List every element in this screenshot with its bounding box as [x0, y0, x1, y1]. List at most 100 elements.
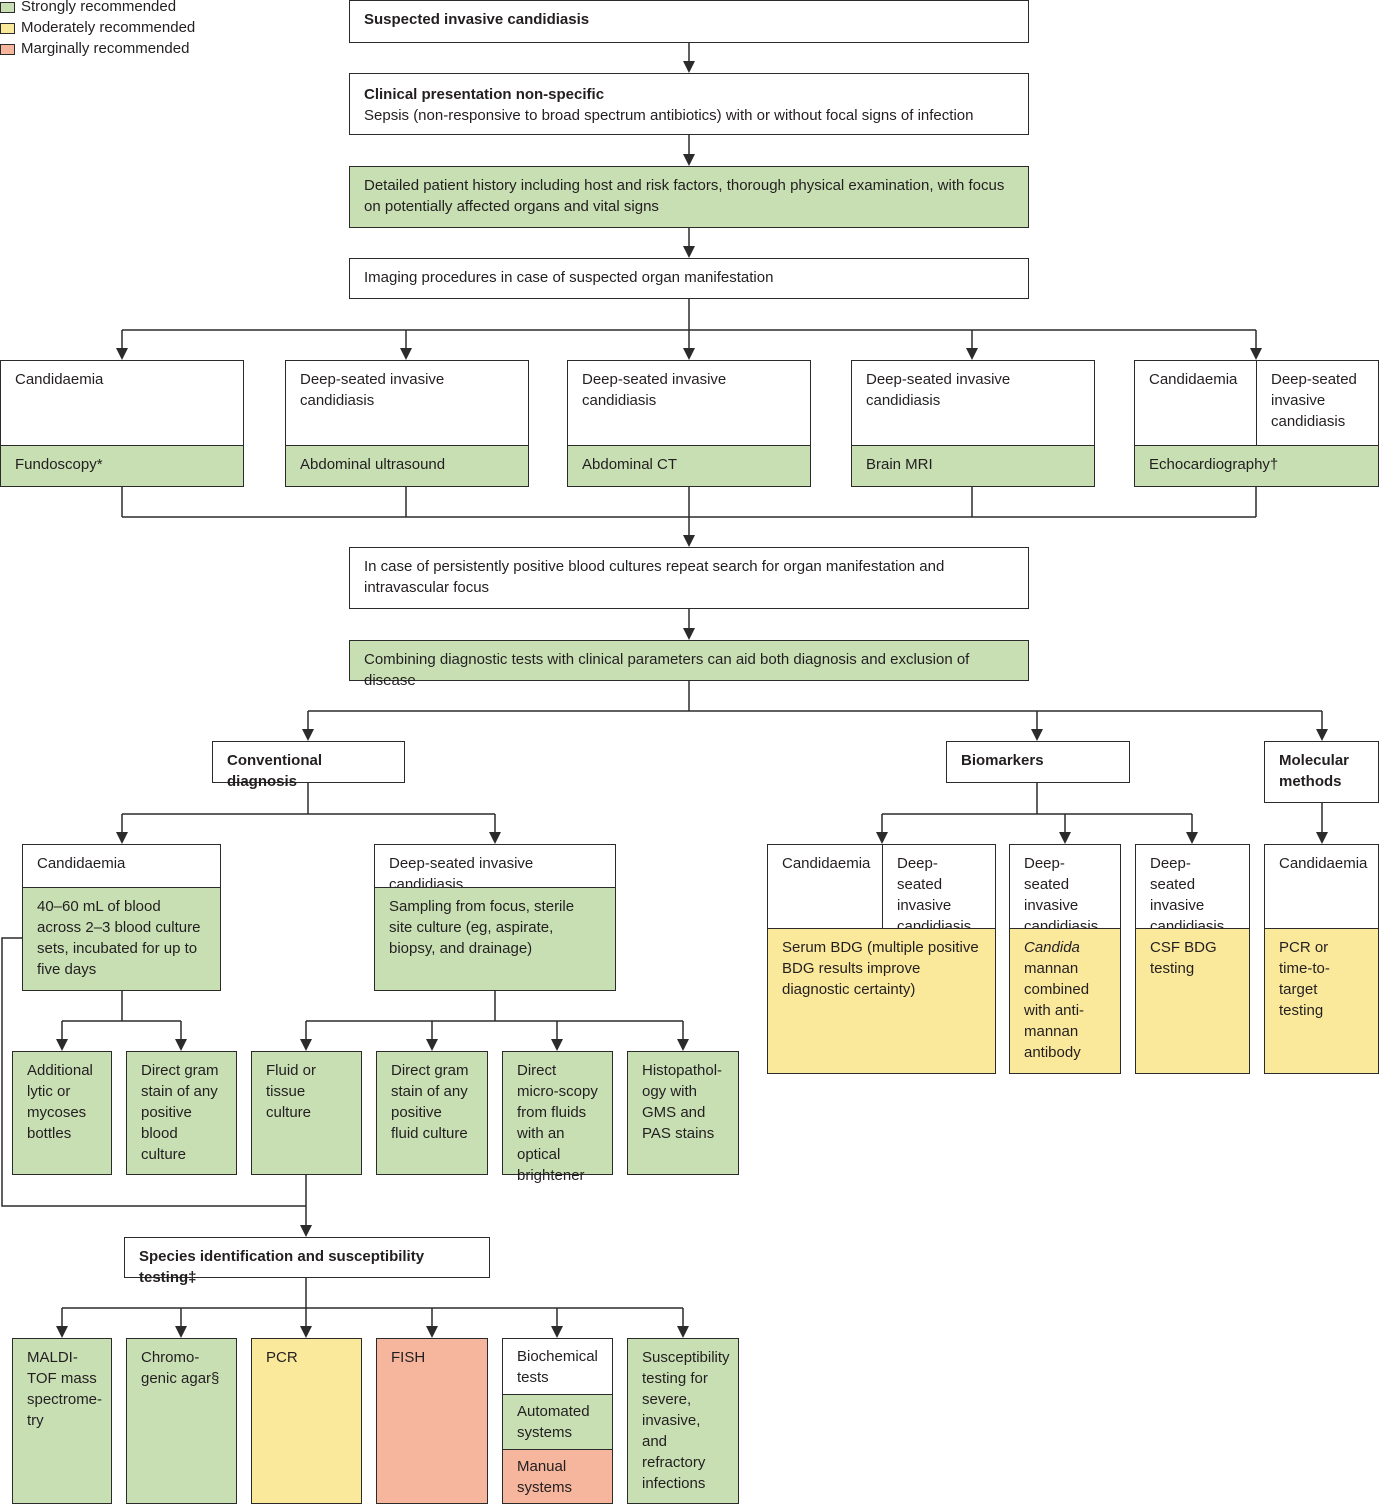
susceptibility-box: Susceptibility testing for severe, invas…: [627, 1338, 739, 1504]
legend-swatch-salmon: [0, 43, 15, 55]
maldi-box: MALDI-TOF mass spectrome-try: [12, 1338, 112, 1504]
mannan-label: Candida mannan combined with anti-mannan…: [1010, 928, 1120, 1073]
histopathology-box: Histopathol-ogy with GMS and PAS stains: [627, 1051, 739, 1175]
bdg-candidaemia-label: Candidaemia: [768, 845, 883, 928]
arrow-head: [300, 1225, 312, 1237]
echo-label: Echocardiography†: [1135, 445, 1378, 486]
chromogenic-box: Chromo-genic agar§: [126, 1338, 237, 1504]
legend-strong: Strongly recommended: [0, 0, 176, 17]
legend-label: Moderately recommended: [21, 19, 196, 36]
species-title: Species identification and susceptibilit…: [124, 1237, 490, 1286]
arrow-head: [1316, 729, 1328, 741]
conv-candidaemia-box: Candidaemia 40–60 mL of blood across 2–3…: [22, 844, 221, 991]
arrow-head: [683, 348, 695, 360]
csf-box: Deep-seated invasive candidiasis CSF BDG…: [1135, 844, 1250, 1074]
molecular-title: Molecular methods: [1264, 741, 1379, 803]
imaging-box: Imaging procedures in case of suspected …: [349, 258, 1029, 299]
arrow-head: [683, 535, 695, 547]
manual-label: Manual systems: [503, 1449, 612, 1503]
arrow-head: [175, 1326, 187, 1338]
sampling-label: Sampling from focus, sterile site cultur…: [375, 887, 615, 990]
legend-marginal: Marginally recommended: [0, 39, 189, 59]
legend-swatch-green: [0, 1, 15, 13]
imaging-option-ultrasound: Deep-seated invasive candidiasis Abdomin…: [285, 360, 529, 487]
arrow-head: [677, 1039, 689, 1051]
automated-label: Automated systems: [503, 1394, 612, 1449]
clinical-box: Clinical presentation non-specific Sepsi…: [349, 73, 1029, 135]
biomarkers-title: Biomarkers: [946, 741, 1130, 783]
suspected-box: Suspected invasive candidiasis: [349, 0, 1029, 43]
arrow-head: [1316, 832, 1328, 844]
arrow-head: [1186, 832, 1198, 844]
fluid-culture-box: Fluid or tissue culture: [251, 1051, 362, 1175]
option-label-left: Candidaemia: [1135, 361, 1257, 445]
combining-box: Combining diagnostic tests with clinical…: [349, 640, 1029, 689]
biochemical-label: Biochemical tests: [517, 1348, 598, 1386]
biochemical-box: Biochemical tests Automated systems Manu…: [502, 1338, 613, 1504]
arrow-head: [876, 832, 888, 844]
conv-deep-label: Deep-seated invasive candidiasis: [389, 855, 534, 893]
conv-candidaemia-label: Candidaemia: [37, 855, 126, 872]
arrow-head: [551, 1326, 563, 1338]
arrow-head: [683, 246, 695, 258]
serum-bdg-label: Serum BDG (multiple positive BDG results…: [768, 928, 995, 1073]
arrow-head: [300, 1039, 312, 1051]
bdg-deep-label: Deep-seated invasive candidiasis: [897, 855, 972, 935]
mannan-deep-label: Deep-seated invasive candidiasis: [1024, 855, 1099, 935]
option-label: Deep-seated invasive candidiasis: [866, 371, 1011, 409]
arrow-head: [426, 1326, 438, 1338]
ultrasound-label: Abdominal ultrasound: [286, 445, 528, 486]
lytic-bottles-box: Additional lytic or mycoses bottles: [12, 1051, 112, 1175]
arrow-head: [489, 832, 501, 844]
arrow-head: [116, 832, 128, 844]
bdg-box: Candidaemia Deep-seated invasive candidi…: [767, 844, 996, 1074]
arrow-head: [1250, 348, 1262, 360]
arrow-head: [300, 1326, 312, 1338]
legend-label: Strongly recommended: [21, 0, 177, 15]
legend-moderate: Moderately recommended: [0, 18, 195, 38]
persist-box: In case of persistently positive blood c…: [349, 547, 1029, 609]
pcr-time-label: PCR or time-to-target testing: [1265, 928, 1378, 1073]
arrow-head: [116, 348, 128, 360]
imaging-option-candidaemia: Candidaemia Fundoscopy*: [0, 360, 244, 487]
clinical-text: Sepsis (non-responsive to broad spectrum…: [364, 107, 974, 124]
fish-box: FISH: [376, 1338, 488, 1504]
gram-stain-fluid-box: Direct gram stain of any positive fluid …: [376, 1051, 488, 1175]
arrow-head: [551, 1039, 563, 1051]
microscopy-box: Direct micro-scopy from fluids with an o…: [502, 1051, 613, 1184]
candida-italic: Candida: [1024, 939, 1080, 956]
arrow-head: [400, 348, 412, 360]
option-label-right: Deep-seated invasive candidiasis: [1271, 371, 1357, 430]
ct-label: Abdominal CT: [568, 445, 810, 486]
clinical-title: Clinical presentation non-specific: [364, 86, 605, 103]
option-label: Deep-seated invasive candidiasis: [300, 371, 445, 409]
molecular-candidaemia-label: Candidaemia: [1279, 855, 1368, 872]
arrow-head: [302, 729, 314, 741]
csf-bdg-label: CSF BDG testing: [1136, 928, 1249, 1073]
arrow-head: [56, 1326, 68, 1338]
legend-swatch-yellow: [0, 22, 15, 34]
arrow-head: [56, 1039, 68, 1051]
imaging-option-mri: Deep-seated invasive candidiasis Brain M…: [851, 360, 1095, 487]
option-label: Candidaemia: [15, 371, 104, 388]
conv-deep-box: Deep-seated invasive candidiasis Samplin…: [374, 844, 616, 991]
mannan-box: Deep-seated invasive candidiasis Candida…: [1009, 844, 1121, 1074]
blood-culture-label: 40–60 mL of blood across 2–3 blood cultu…: [23, 887, 220, 990]
history-box: Detailed patient history including host …: [349, 166, 1029, 228]
arrow-head: [426, 1039, 438, 1051]
molecular-box: Candidaemia PCR or time-to-target testin…: [1264, 844, 1379, 1074]
imaging-option-ct: Deep-seated invasive candidiasis Abdomin…: [567, 360, 811, 487]
arrow-head: [683, 154, 695, 166]
fundoscopy-label: Fundoscopy*: [1, 445, 243, 486]
legend-label: Marginally recommended: [21, 40, 190, 57]
arrow-head: [683, 628, 695, 640]
conventional-title: Conventional diagnosis: [212, 741, 405, 790]
option-label: Deep-seated invasive candidiasis: [582, 371, 727, 409]
arrow-head: [683, 61, 695, 73]
csf-deep-label: Deep-seated invasive candidiasis: [1150, 855, 1225, 935]
arrow-head: [1059, 832, 1071, 844]
imaging-option-echo: Candidaemia Deep-seated invasive candidi…: [1134, 360, 1379, 487]
pcr-box: PCR: [251, 1338, 362, 1504]
arrow-head: [677, 1326, 689, 1338]
